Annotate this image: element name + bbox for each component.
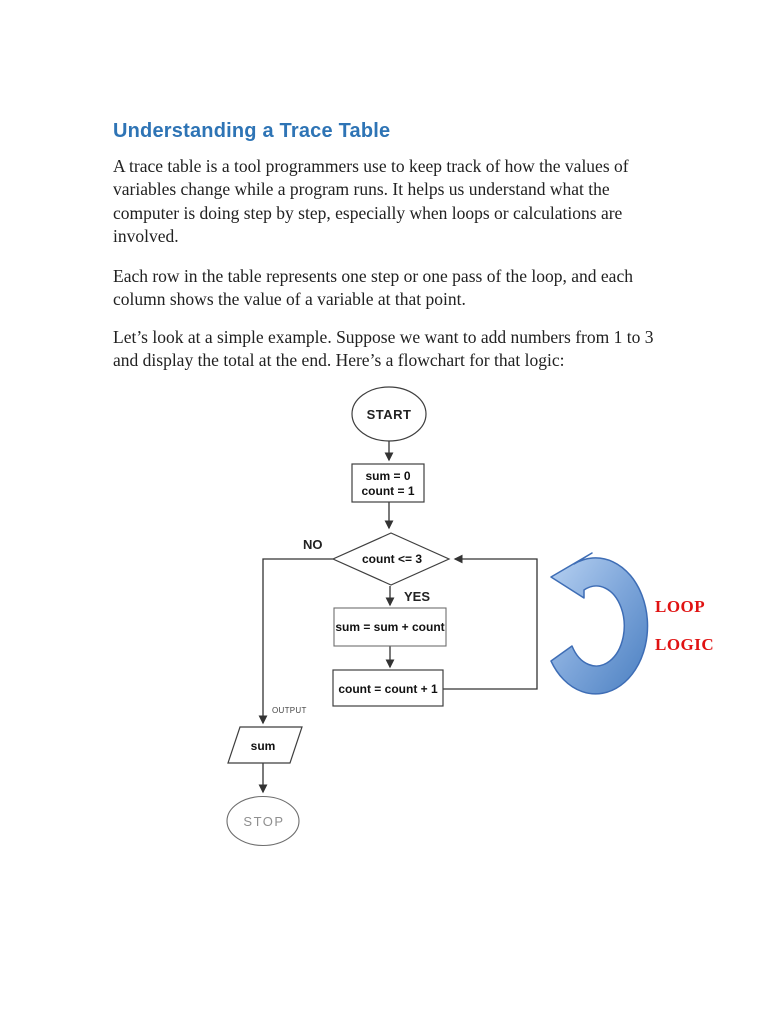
init-line-1: sum = 0 <box>365 469 410 483</box>
start-label: START <box>367 407 412 422</box>
output-label: sum <box>251 739 276 753</box>
paragraph-intro: A trace table is a tool programmers use … <box>113 156 629 247</box>
init-box <box>351 463 425 503</box>
flowchart-diagram: START sum = 0 count = 1 count <= 3 NO YE… <box>226 386 714 847</box>
no-branch-label: NO <box>303 537 323 552</box>
paragraph-example: Let’s look at a simple example. Suppose … <box>113 327 654 371</box>
connector-loop-back <box>443 554 538 690</box>
loop-annotation-line2: LOGIC <box>655 635 714 654</box>
yes-branch-label: YES <box>404 589 430 604</box>
output-caption: OUTPUT <box>272 706 307 715</box>
stop-label: STOP <box>243 814 284 829</box>
init-line-2: count = 1 <box>361 484 414 498</box>
paragraph-rows-columns: Each row in the table represents one ste… <box>113 266 633 310</box>
process-increment-label: count = count + 1 <box>338 682 438 696</box>
output-parallelogram <box>227 726 303 764</box>
stop-terminator <box>226 795 300 847</box>
loop-annotation-line1: LOOP <box>655 597 705 616</box>
process-add-label: sum = sum + count <box>335 620 444 634</box>
decision-diamond <box>331 532 451 586</box>
process-increment-box <box>332 669 444 707</box>
start-terminator <box>351 386 427 442</box>
page-title: Understanding a Trace Table <box>113 120 391 142</box>
process-add-box <box>333 607 447 647</box>
decision-label: count <= 3 <box>362 552 422 566</box>
loop-arrow-icon <box>550 552 649 695</box>
connector-no-branch <box>258 558 333 725</box>
